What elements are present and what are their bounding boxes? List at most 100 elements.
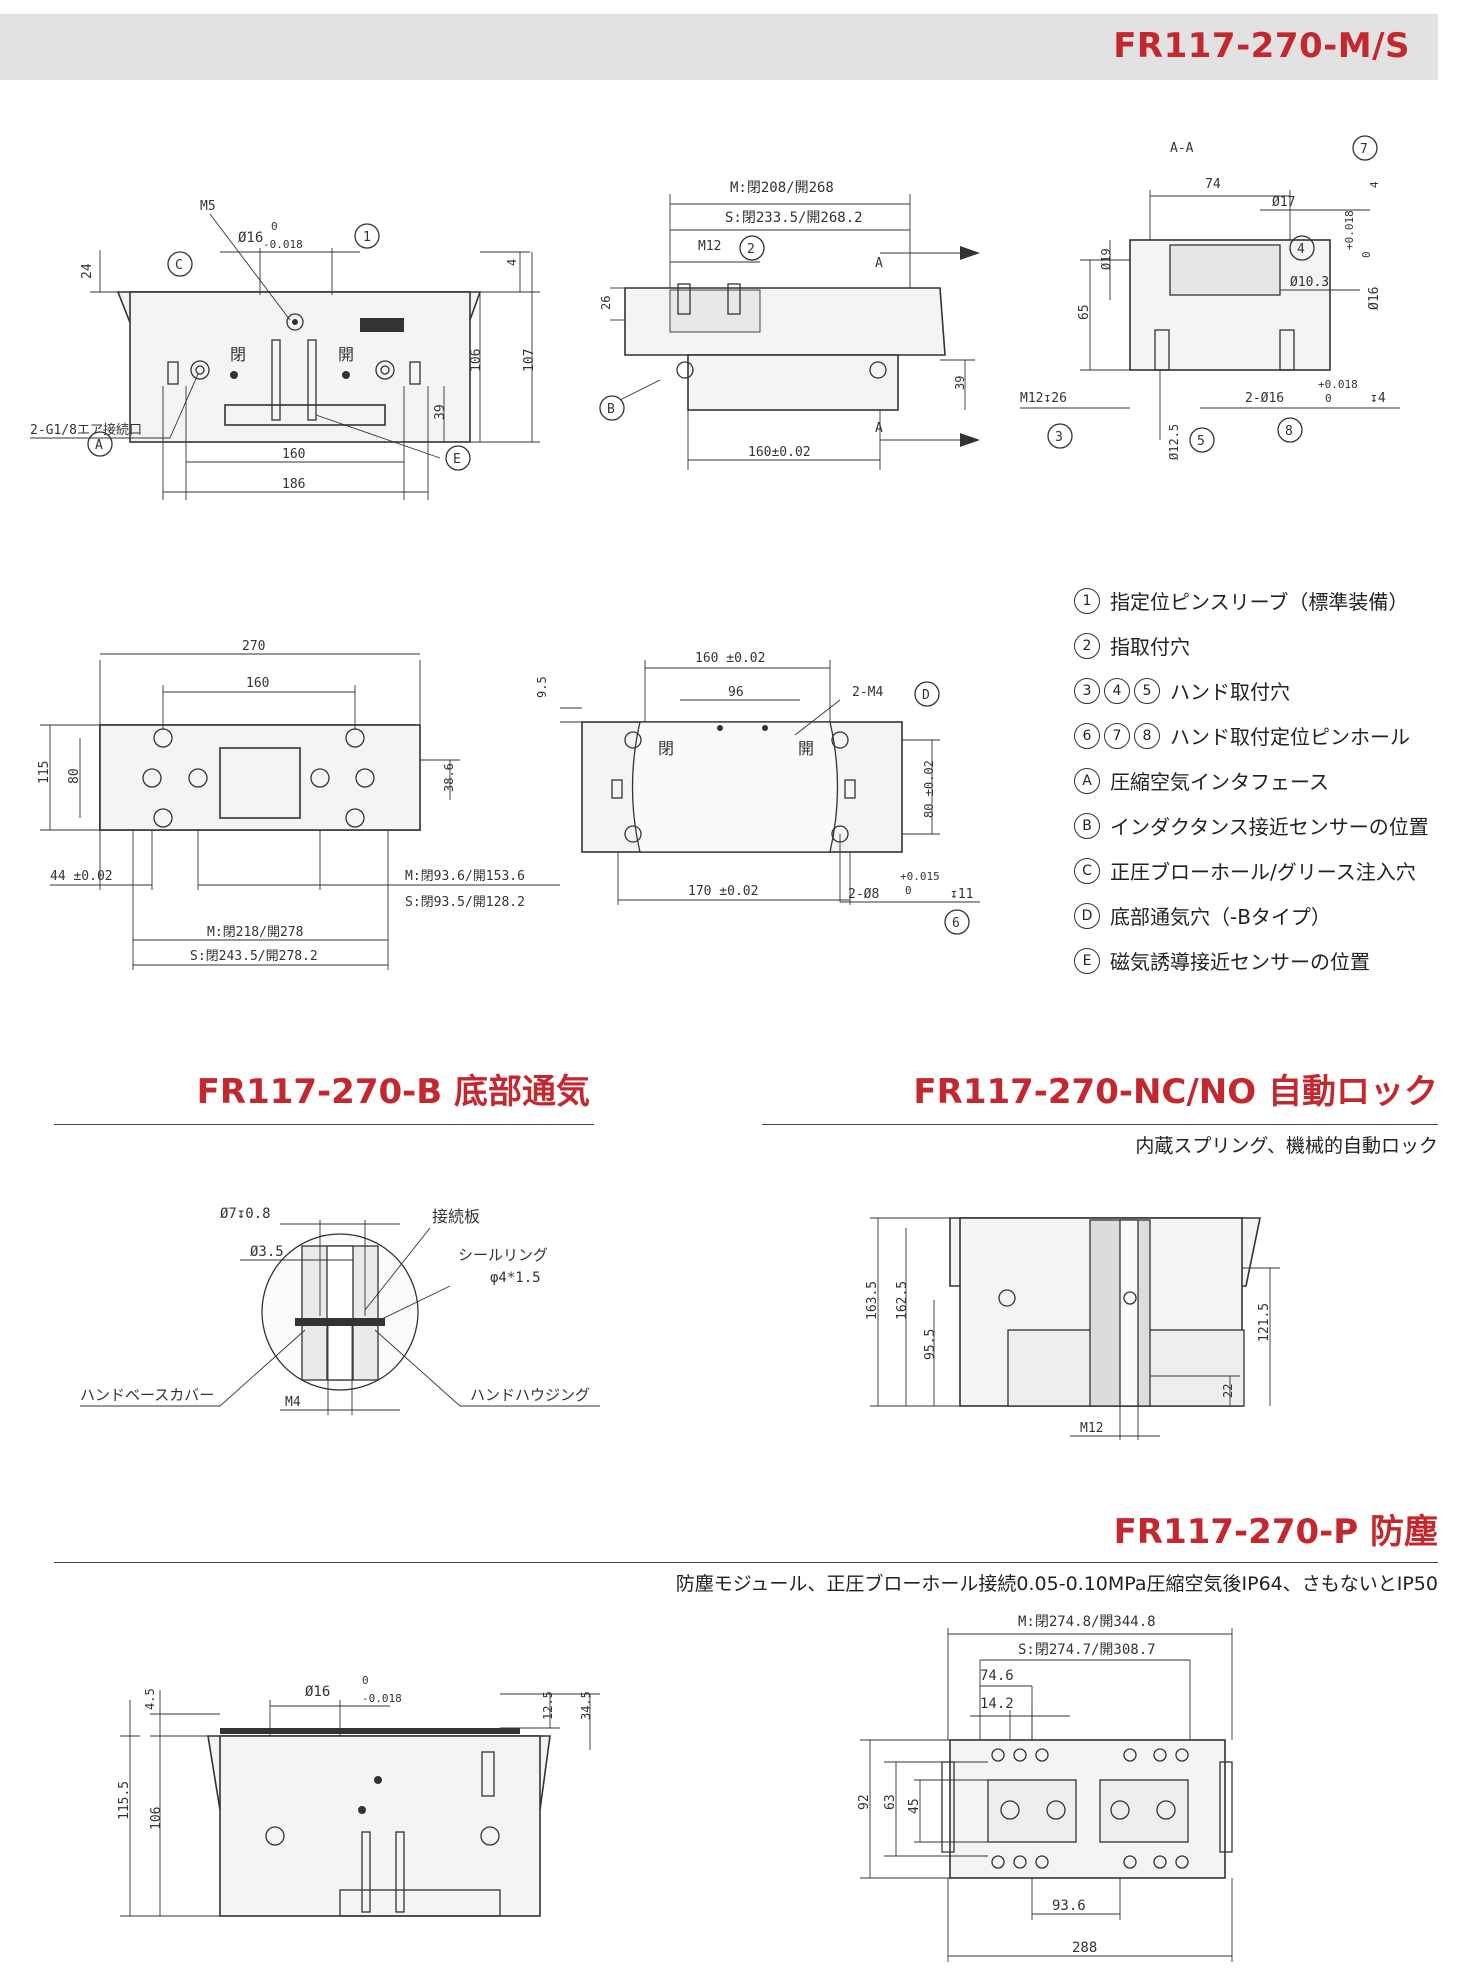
svg-text:45: 45 [907, 1798, 922, 1814]
plate-label: 接続板 [432, 1207, 480, 1226]
svg-text:96: 96 [728, 685, 744, 700]
svg-text:↧11: ↧11 [950, 887, 973, 902]
svg-text:80: 80 [67, 768, 82, 784]
dust-body [219, 1735, 541, 1917]
dust-top-dim-m: M:閉274.8/開344.8 [1018, 1614, 1156, 1630]
dust-top-dim-s: S:閉274.7/開308.7 [1018, 1642, 1156, 1658]
air-port-label: 2-G1/8エア接続口 [30, 422, 142, 438]
top-dim-s243: S:閉243.5/開278.2 [190, 949, 318, 964]
svg-text:Ø3.5: Ø3.5 [250, 1244, 284, 1260]
svg-text:63: 63 [883, 1794, 898, 1810]
svg-text:↧4: ↧4 [1370, 391, 1386, 406]
lock-dim-121: 121.5 [1257, 1303, 1272, 1342]
front-view-drawing: 24 Ø16 0 -0.018 M5 C 1 4 106 107 39 2-G1… [30, 199, 540, 500]
svg-text:106: 106 [149, 1807, 164, 1830]
svg-text:106: 106 [469, 349, 484, 372]
side-dim-160: 160±0.02 [748, 445, 811, 460]
top-dim-s93: S:閉93.5/開128.2 [405, 895, 525, 910]
lock-dim-162: 162.5 [895, 1281, 910, 1320]
lock-dim-163: 163.5 [865, 1281, 880, 1320]
svg-text:B: B [607, 402, 615, 417]
dustproof-front-drawing: 4.5 Ø16 0 -0.018 12.5 34.5 115.5 106 [117, 1674, 600, 1917]
svg-text:A: A [875, 256, 883, 271]
svg-text:5: 5 [1197, 434, 1205, 449]
svg-text:M4: M4 [285, 1395, 301, 1410]
svg-text:開: 開 [338, 345, 354, 364]
svg-text:+0.015: +0.015 [900, 870, 940, 883]
svg-text:7: 7 [1360, 142, 1368, 157]
svg-text:0: 0 [1360, 251, 1373, 258]
svg-text:閉: 閉 [658, 739, 674, 758]
svg-text:2: 2 [747, 242, 755, 257]
svg-text:74.6: 74.6 [980, 1668, 1014, 1684]
vent-detail-drawing: Ø7↧0.8 Ø3.5 接続板 シールリング φ4*1.5 ハンドベースカバー … [80, 1206, 600, 1415]
section-aa-drawing: A-A 74 Ø17 7 4 Ø19 4 Ø10.3 +0.018 0 Ø16 … [1020, 135, 1400, 460]
svg-text:0: 0 [905, 884, 912, 897]
svg-text:12.5: 12.5 [541, 1691, 555, 1720]
svg-text:C: C [175, 258, 183, 273]
svg-text:93.6: 93.6 [1052, 1898, 1086, 1914]
svg-text:6: 6 [952, 916, 960, 931]
section-subtitle-auto-lock: 内蔵スプリング、機械的自動ロック [1135, 1135, 1438, 1157]
svg-text:Ø19: Ø19 [1099, 248, 1113, 270]
svg-text:4.5: 4.5 [143, 1688, 157, 1710]
seal-label: シールリング [458, 1246, 548, 1264]
svg-text:160: 160 [246, 676, 269, 691]
section-title-auto-lock: FR117-270-NC/NO 自動ロック [913, 1072, 1438, 1112]
top-dim-m93: M:閉93.6/開153.6 [405, 869, 525, 884]
bottom-dim-170: 170 ±0.02 [688, 884, 758, 899]
label-plate [360, 318, 404, 332]
svg-text:2-M4: 2-M4 [852, 685, 883, 700]
svg-text:65: 65 [1077, 304, 1092, 320]
section-title-bottom-vent: FR117-270-B 底部通気 [196, 1072, 590, 1112]
svg-text:115: 115 [37, 761, 52, 784]
header-banner: FR117-270-M/S [0, 14, 1438, 80]
svg-text:1: 1 [363, 230, 371, 245]
svg-text:39: 39 [433, 404, 448, 420]
bottom-dim-160: 160 ±0.02 [695, 651, 765, 666]
svg-text:9.5: 9.5 [535, 676, 549, 698]
dim-24: 24 [80, 263, 95, 279]
housing-label: ハンドハウジング [470, 1386, 590, 1404]
section-subtitle-dustproof: 防塵モジュール、正圧ブローホール接続0.05-0.10MPa圧縮空気後IP64、… [675, 1573, 1438, 1595]
dustproof-top-drawing: M:閉274.8/開344.8 S:閉274.7/開308.7 74.6 14.… [857, 1614, 1233, 1962]
svg-text:Ø7↧0.8: Ø7↧0.8 [220, 1206, 271, 1222]
svg-text:開: 開 [798, 739, 814, 758]
svg-text:80 ±0.02: 80 ±0.02 [922, 760, 936, 818]
svg-text:+0.018: +0.018 [1343, 210, 1356, 250]
cover-label: ハンドベースカバー [80, 1386, 214, 1404]
svg-text:D: D [922, 688, 930, 703]
side-view-drawing: M:閉208/開268 S:閉233.5/開268.2 M12 2 A A 26… [599, 180, 980, 470]
svg-text:2-Ø8: 2-Ø8 [848, 887, 879, 902]
svg-text:39: 39 [953, 376, 967, 390]
svg-text:E: E [453, 452, 461, 467]
svg-text:Ø16: Ø16 [305, 1684, 330, 1700]
svg-text:3: 3 [1055, 430, 1063, 445]
divider [54, 1124, 594, 1125]
svg-text:+0.018: +0.018 [1318, 378, 1358, 391]
dim-d16: Ø16 [238, 230, 263, 246]
svg-text:107: 107 [522, 349, 537, 372]
side-dim-s: S:閉233.5/開268.2 [725, 210, 863, 226]
dim-m5: M5 [200, 199, 216, 214]
svg-text:-0.018: -0.018 [362, 1692, 402, 1705]
svg-text:74: 74 [1205, 177, 1221, 192]
svg-text:閉: 閉 [230, 345, 246, 364]
svg-text:Ø10.3: Ø10.3 [1290, 275, 1329, 290]
svg-text:92: 92 [857, 1794, 872, 1810]
section-title-dustproof: FR117-270-P 防塵 [1113, 1512, 1438, 1552]
page-title: FR117-270-M/S [1113, 26, 1410, 66]
svg-text:Ø12.5: Ø12.5 [1167, 424, 1181, 460]
svg-text:-0.018: -0.018 [263, 238, 303, 251]
dust-top-dim-288: 288 [1072, 1940, 1097, 1956]
bottom-view-drawing: 閉 開 160 ±0.02 9.5 96 2-M4 D 80 ±0.02 170… [535, 651, 980, 935]
svg-text:4: 4 [505, 259, 519, 266]
divider [54, 1562, 1438, 1563]
